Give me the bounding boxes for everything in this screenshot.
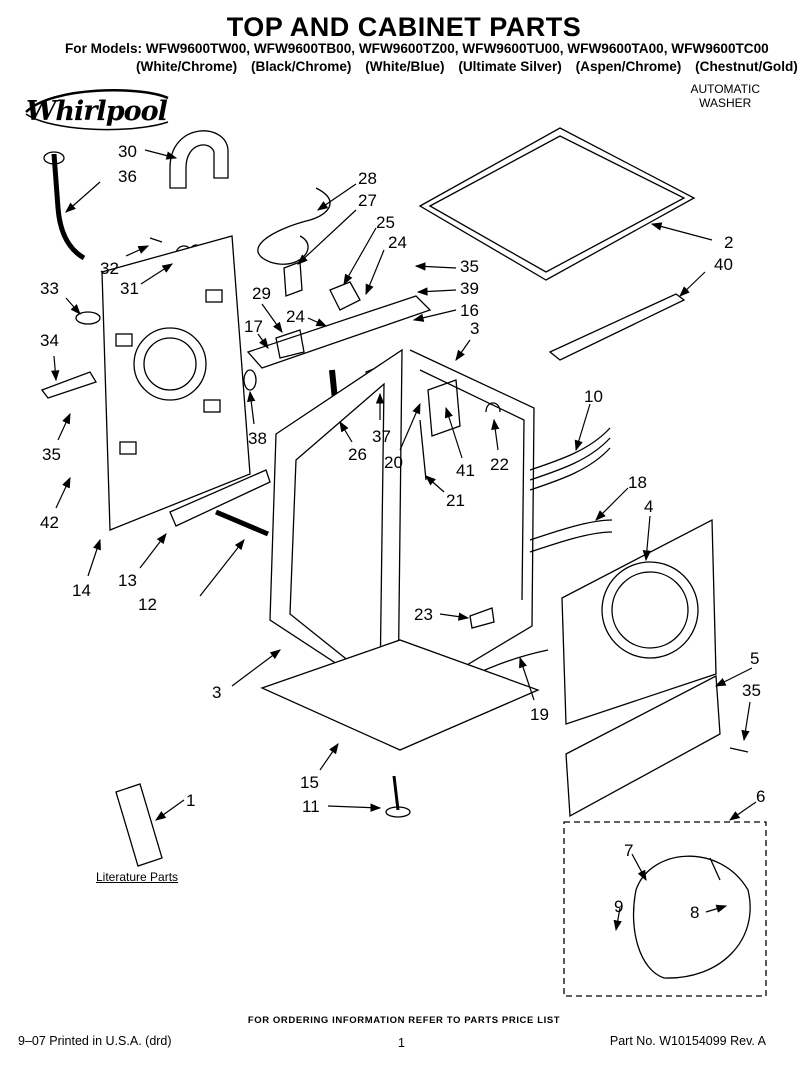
callout-2: 2: [724, 233, 733, 252]
callout-37: 37: [372, 427, 391, 446]
hose-holder-part: [40, 371, 97, 399]
callout-39: 39: [460, 279, 479, 298]
callout-35: 35: [742, 681, 761, 700]
literature-part: [115, 783, 163, 867]
callout-19: 19: [530, 705, 549, 724]
ordering-note: FOR ORDERING INFORMATION REFER TO PARTS …: [247, 1015, 561, 1026]
inlet-hose-part: [51, 153, 86, 261]
harness-18-part: [529, 519, 613, 553]
callout-7: 7: [624, 841, 633, 860]
literature-parts-label: Literature Parts: [96, 870, 179, 884]
hose-clamp-part: [169, 130, 229, 189]
callout-27: 27: [358, 191, 377, 210]
latch-23-part: [469, 607, 495, 629]
callout-12: 12: [138, 595, 157, 614]
top-rail-part: [246, 295, 432, 369]
callout-20: 20: [384, 453, 403, 472]
callout-14: 14: [72, 581, 91, 600]
callout-24: 24: [286, 307, 305, 326]
color-label: (Black/Chrome): [250, 59, 352, 74]
water-valve-part: [329, 281, 361, 311]
top-bracket-part: [548, 293, 686, 361]
color-label: (White/Chrome): [136, 59, 238, 74]
product-line-2: WASHER: [699, 96, 752, 110]
callout-33: 33: [40, 279, 59, 298]
callout-13: 13: [118, 571, 137, 590]
brand-logo-swoosh: [25, 89, 169, 131]
leveling-leg-part: [392, 775, 400, 811]
rear-panel-part: [101, 235, 251, 531]
wire-21-part: [419, 419, 427, 481]
screw-part: [149, 237, 163, 243]
clip-22-part: [485, 402, 501, 413]
callout-6: 6: [756, 787, 765, 806]
callout-32: 32: [100, 259, 119, 278]
base-rail-part: [169, 469, 271, 527]
power-cord-part: [257, 187, 331, 265]
control-board-part: [427, 379, 461, 437]
callout-5: 5: [750, 649, 759, 668]
callout-35: 35: [42, 445, 61, 464]
callout-9: 9: [614, 897, 623, 916]
model-list: For Models: WFW9600TW00, WFW9600TB00, WF…: [65, 41, 769, 56]
color-label: (Ultimate Silver): [458, 59, 562, 74]
page-number: 1: [398, 1036, 405, 1050]
callout-36: 36: [118, 167, 137, 186]
callout-16: 16: [460, 301, 479, 320]
callout-34: 34: [40, 331, 59, 350]
callout-8: 8: [690, 903, 699, 922]
callout-17: 17: [244, 317, 263, 336]
callout-11: 11: [302, 797, 320, 816]
detail-box: [563, 821, 767, 997]
product-type: AUTOMATIC WASHER: [690, 82, 760, 110]
bracket-29-part: [275, 329, 305, 359]
callout-35: 35: [460, 257, 479, 276]
callout-42: 42: [40, 513, 59, 532]
callout-22: 22: [490, 455, 509, 474]
color-label: (Aspen/Chrome): [575, 59, 682, 74]
product-line-1: AUTOMATIC: [690, 82, 760, 96]
callout-18: 18: [628, 473, 647, 492]
color-list: (White/Chrome) (Black/Chrome) (White/Blu…: [136, 59, 808, 74]
callout-1: 1: [186, 791, 195, 810]
callout-30: 30: [118, 142, 137, 161]
screw-35-part: [729, 747, 749, 753]
grommet-33-part: [75, 311, 101, 325]
top-cover-part: [418, 127, 696, 281]
toe-panel-part: [565, 674, 721, 818]
callout-3: 3: [212, 683, 221, 702]
callout-24: 24: [388, 233, 407, 252]
callout-31: 31: [120, 279, 139, 298]
callout-28: 28: [358, 169, 377, 188]
cord-bracket-part: [283, 261, 303, 297]
page-title: TOP AND CABINET PARTS: [226, 12, 582, 42]
part-number: Part No. W10154099 Rev. A: [609, 1034, 766, 1048]
callout-41: 41: [456, 461, 475, 480]
base-pan-part: [260, 639, 540, 751]
print-info: 9–07 Printed in U.S.A. (drd): [18, 1034, 172, 1048]
callout-38: 38: [248, 429, 267, 448]
color-label: (White/Blue): [365, 59, 445, 74]
wire-harness-part: [529, 427, 611, 491]
callout-3: 3: [470, 319, 479, 338]
callout-23: 23: [414, 605, 433, 624]
grommet-part: [243, 369, 257, 391]
callout-40: 40: [714, 255, 733, 274]
callout-15: 15: [300, 773, 319, 792]
callout-21: 21: [446, 491, 465, 510]
color-label: (Chestnut/Gold): [695, 59, 798, 74]
callout-29: 29: [252, 284, 271, 303]
callout-4: 4: [644, 497, 653, 516]
callout-26: 26: [348, 445, 367, 464]
tub-ring-part: [632, 855, 751, 979]
brand-logo: Whirlpool: [26, 96, 168, 127]
spring-part: [215, 509, 269, 537]
callout-25: 25: [376, 213, 395, 232]
callout-10: 10: [584, 387, 603, 406]
